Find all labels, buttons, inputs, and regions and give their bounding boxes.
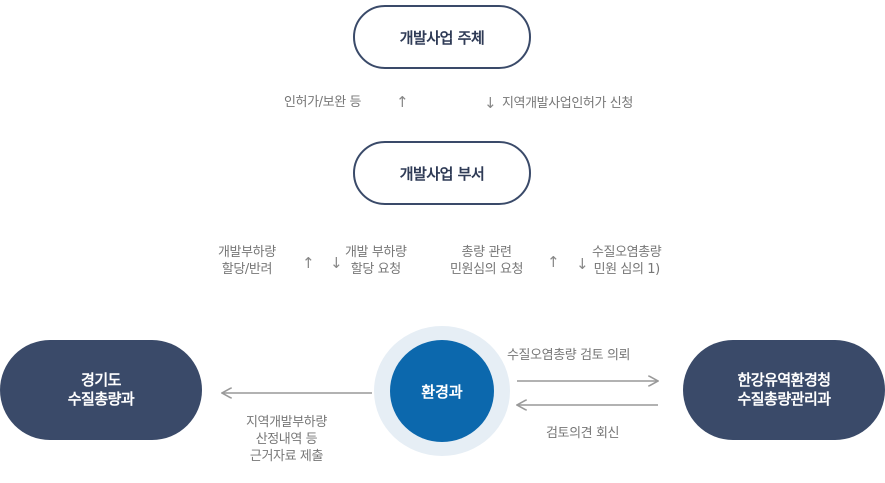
hangang-node-label: 한강유역환경청 수질총량관리과 xyxy=(737,371,831,408)
load-request-down-arrow: ↓ xyxy=(330,254,343,272)
developer-node: 개발사업 주체 xyxy=(353,5,531,69)
environment-node: 환경과 xyxy=(390,340,494,442)
gyeonggi-node: 경기도 수질총량과 xyxy=(0,340,202,440)
developer-node-label: 개발사업 주체 xyxy=(399,28,485,47)
review-request-label: 수질오염총량 검토 의뢰 xyxy=(507,348,631,363)
submit-docs-label: 지역개발부하량 산정내역 등 근거자료 제출 xyxy=(246,415,327,464)
allocate-up-arrow: ↑ xyxy=(302,254,315,272)
load-request-label: 개발 부하량 할당 요청 xyxy=(345,245,407,277)
permit-up-arrow: ↑ xyxy=(396,93,409,111)
environment-node-label: 환경과 xyxy=(421,382,463,401)
dev-department-node-label: 개발사업 부서 xyxy=(399,164,485,183)
total-consult-up-arrow: ↑ xyxy=(547,253,560,271)
hangang-node: 한강유역환경청 수질총량관리과 xyxy=(683,340,885,440)
complaint-review-label: 수질오염총량 민원 심의 1) xyxy=(592,245,662,277)
allocate-return-label: 개발부하량 할당/반려 xyxy=(218,245,276,277)
regional-permit-label: 지역개발사업인허가 신청 xyxy=(502,96,633,111)
complaint-review-down-arrow: ↓ xyxy=(576,255,589,273)
total-consult-label: 총량 관련 민원심의 요청 xyxy=(450,245,524,277)
regional-permit-down-arrow: ↓ xyxy=(484,94,497,112)
dev-department-node: 개발사업 부서 xyxy=(353,141,531,205)
permit-label: 인허가/보완 등 xyxy=(284,95,362,110)
review-reply-label: 검토의견 회신 xyxy=(546,426,620,441)
gyeonggi-node-label: 경기도 수질총량과 xyxy=(67,371,135,408)
